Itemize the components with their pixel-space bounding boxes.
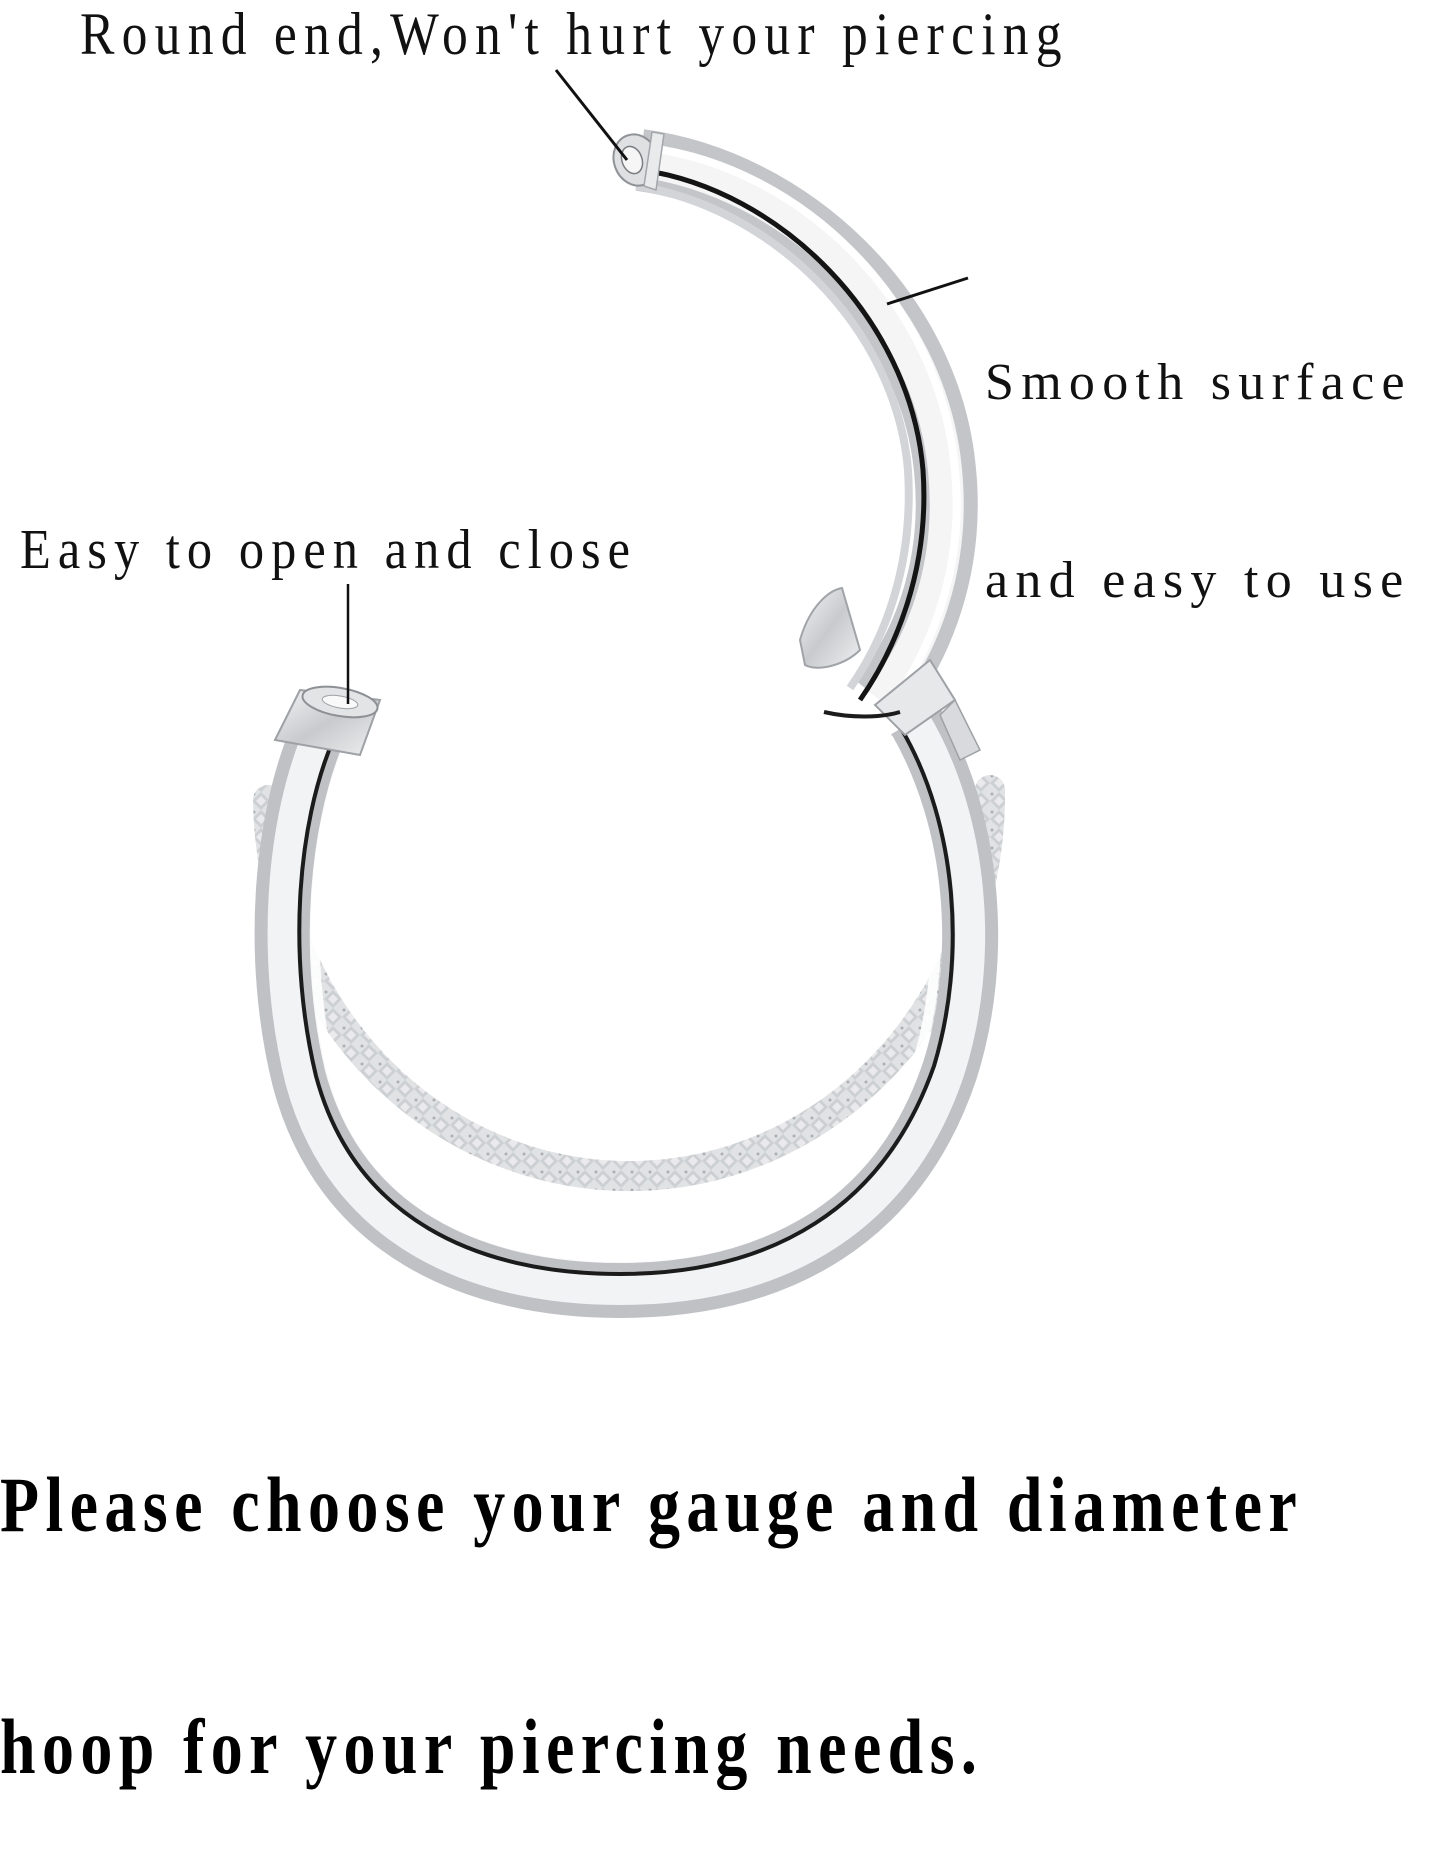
leader-line-smooth-surface [886,276,969,306]
hinge [798,586,982,762]
annotation-smooth-surface: Smooth surface and easy to use [985,218,1412,680]
annotation-smooth-surface-line2: and easy to use [985,552,1411,609]
rounded-tip [612,131,665,191]
leader-line-round-end [554,69,629,161]
annotation-round-end: Round end,Won't hurt your piercing [80,1,1069,67]
gem-band [253,775,1006,1192]
lower-ring [254,705,999,1319]
annotation-easy-open: Easy to open and close [20,519,638,581]
footer-line-2: hoop for your piercing needs. [0,1703,984,1790]
footer-instruction: Please choose your gauge and diameter ho… [0,1310,1303,1864]
upper-arm [635,129,978,720]
annotation-smooth-surface-line1: Smooth surface [985,354,1412,411]
footer-line-1: Please choose your gauge and diameter [0,1461,1304,1548]
product-illustration [253,69,1006,1319]
